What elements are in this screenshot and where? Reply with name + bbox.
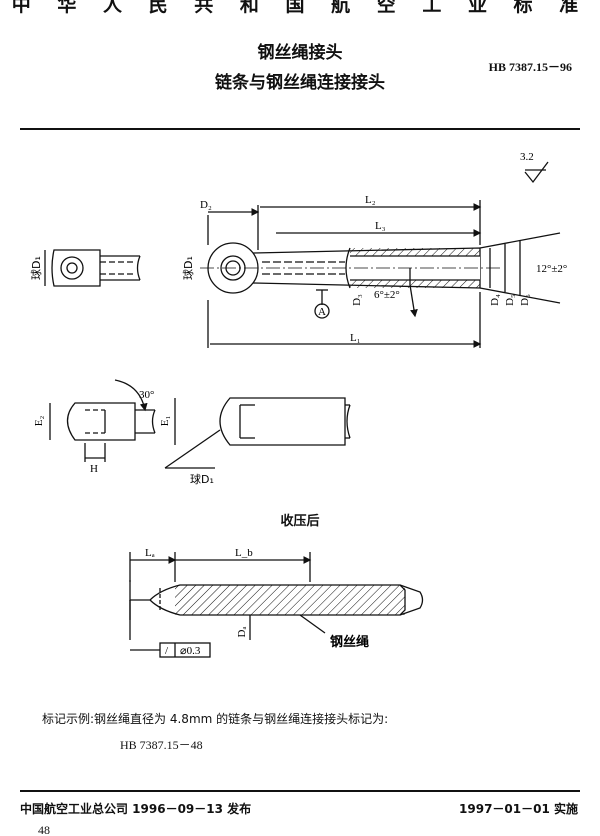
effective-date: 1997－01－01 实施 <box>459 802 578 816</box>
page-number: 48 <box>38 823 50 836</box>
document-subtitle: 链条与钢丝绳连接接头 <box>215 73 385 93</box>
label-ball-d1-bottom: 球D₁ <box>190 472 214 486</box>
end-view-small <box>44 249 141 287</box>
dim-d3: D₃ <box>351 294 363 306</box>
publisher-line: 中国航空工业总公司 1996－09－13 发布 <box>20 802 252 816</box>
dim-e2: E₂ <box>33 416 45 427</box>
dim-h: H <box>90 463 98 475</box>
standard-code: HB 7387.15－96 <box>488 60 572 74</box>
technical-drawing: 3.2 D₂ L₂ L₃ L₁ 球D₁ 球D₁ D₃ 6°±2° D₄ D₅ D… <box>29 151 567 658</box>
document-title: 钢丝绳接头 <box>257 43 343 63</box>
dim-da: Dₐ <box>236 627 248 638</box>
section-view-left <box>49 379 156 462</box>
tolerance-value: ⌀0.3 <box>180 645 201 657</box>
dim-d2: D₂ <box>200 199 212 211</box>
angle-inner: 6°±2° <box>374 289 400 301</box>
footer-rule <box>20 790 580 792</box>
angle-30: 30° <box>139 389 154 401</box>
dim-l2: L₂ <box>365 194 376 206</box>
marking-example-code: HB 7387.15－48 <box>120 738 203 752</box>
section-view-right <box>164 397 351 469</box>
dim-e1: E₁ <box>159 416 171 427</box>
angle-outer: 12°±2° <box>536 263 567 275</box>
main-view <box>200 200 561 348</box>
dim-d4: D₄ <box>489 294 501 306</box>
tolerance-symbol: / <box>165 645 169 657</box>
after-press-label: 收压后 <box>280 514 320 529</box>
roughness-icon <box>524 161 549 184</box>
dim-l1: L₁ <box>350 332 361 344</box>
label-ball-d1-left: 球D₁ <box>29 256 43 280</box>
standard-org-header: 中 华 人 民 共 和 国 航 空 工 业 标 准 <box>11 0 589 16</box>
roughness-value: 3.2 <box>520 151 534 163</box>
label-ball-d1-main: 球D₁ <box>181 256 195 280</box>
dim-d6: D₆ <box>519 294 531 306</box>
dim-l3: L₃ <box>375 220 386 232</box>
dim-la: Lₐ <box>145 547 155 559</box>
header-rule <box>20 128 580 130</box>
after-press-view <box>129 552 424 658</box>
dim-d5: D₅ <box>504 294 516 306</box>
wire-rope-label: 钢丝绳 <box>330 634 369 650</box>
marking-example: 标记示例:钢丝绳直径为 4.8mm 的链条与钢丝绳连接接头标记为: <box>42 712 389 726</box>
view-marker: A <box>318 306 326 318</box>
dim-lb: L_b <box>235 547 253 559</box>
